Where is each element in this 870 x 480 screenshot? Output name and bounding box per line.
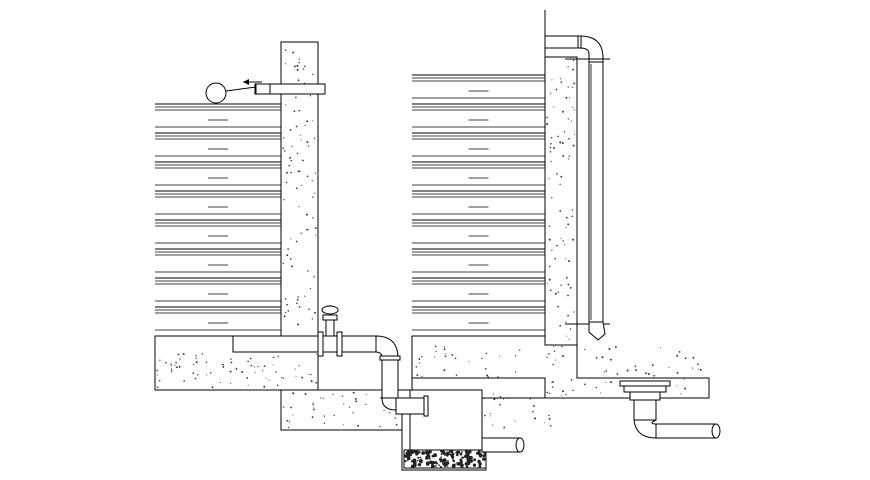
gravel-bed: [403, 449, 487, 469]
left-wall-concrete-texture: [282, 49, 317, 326]
right-tank-wall: [544, 10, 578, 346]
ground-lines: [155, 378, 710, 398]
water-stripe: [155, 306, 281, 331]
float-valve-icon: [205, 79, 326, 104]
water-stripe: [412, 190, 545, 215]
water-stripe: [412, 132, 545, 157]
vertical-overflow-pipe: [544, 35, 610, 341]
water-stripe: [155, 277, 281, 302]
water-stripe: [412, 248, 545, 273]
right-tank-water: [412, 74, 545, 331]
water-stripe: [155, 248, 281, 273]
left-tank-water: [155, 103, 281, 331]
right-tank: [411, 10, 721, 439]
left-tank: [154, 41, 326, 391]
floor-drain-icon: [619, 380, 721, 439]
water-stripe: [412, 103, 545, 128]
water-stripe: [155, 190, 281, 215]
water-stripe: [412, 74, 545, 99]
water-stripe: [155, 161, 281, 186]
water-stripe: [155, 132, 281, 157]
drain-pipe: [481, 437, 525, 453]
water-stripe: [412, 219, 545, 244]
gate-valve-icon: [317, 305, 343, 357]
water-stripe: [155, 219, 281, 244]
outlet-elbow-pipe: [232, 335, 429, 417]
water-stripe: [155, 103, 281, 128]
water-stripe: [412, 277, 545, 302]
water-stripe: [412, 161, 545, 186]
water-stripe: [412, 306, 545, 331]
